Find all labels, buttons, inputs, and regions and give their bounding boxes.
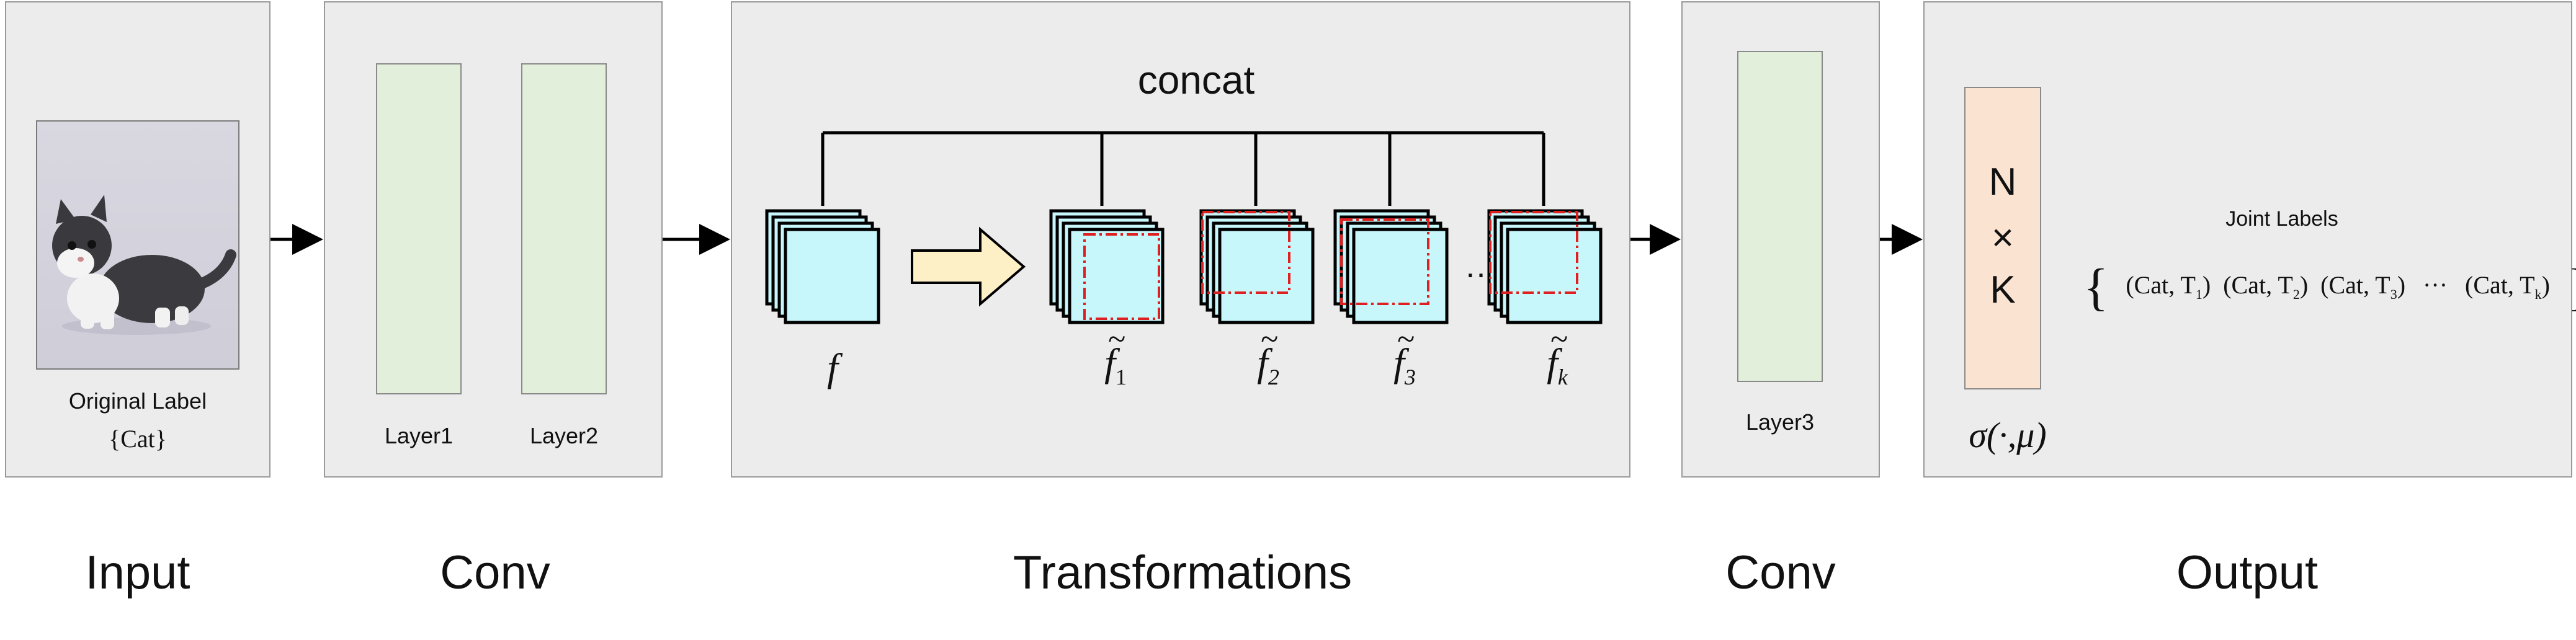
feature-map: [1218, 228, 1315, 324]
joint-label-k: (Cat, Tk): [2465, 271, 2550, 302]
f2-label: ~f2: [1257, 322, 1279, 389]
crop-region: [1201, 211, 1290, 294]
feature-map: [784, 228, 880, 324]
output-times: ×: [1991, 216, 2015, 259]
fk-label: ~fk: [1547, 322, 1568, 389]
feature-map: [1506, 228, 1603, 324]
joint-labels-title: Joint Labels: [2225, 207, 2338, 231]
concat-label: concat: [1137, 58, 1255, 102]
block-arrow-right-icon: [911, 226, 1026, 307]
output-nk-block: [1964, 87, 2041, 389]
stage-conv-1: Conv: [440, 546, 550, 599]
layer2-label: Layer2: [529, 423, 599, 448]
crop-region: [1340, 218, 1429, 305]
original-label-value: {Cat}: [109, 425, 167, 453]
f1-label: ~f1: [1104, 322, 1127, 389]
concat-bracket: [821, 131, 1545, 206]
stage-transformations: Transformations: [1013, 546, 1353, 599]
stage-output: Output: [2176, 546, 2319, 599]
output-k: K: [1990, 269, 2016, 311]
f3-label: ~f3: [1393, 322, 1416, 389]
layer3-block: [1737, 51, 1823, 382]
feature-map: [1352, 228, 1449, 324]
joint-label-1: (Cat, T1): [2126, 271, 2211, 302]
feature-stack-f1: [1049, 209, 1165, 324]
crop-region: [1083, 233, 1160, 320]
layer1-label: Layer1: [384, 423, 454, 448]
transformations-panel: [731, 1, 1630, 478]
right-brace: }: [2567, 259, 2576, 316]
sigma-label: σ(·,μ): [1969, 415, 2047, 455]
layer3-label: Layer3: [1745, 409, 1815, 435]
kitten-photo: [36, 120, 239, 370]
crop-region: [1489, 211, 1578, 294]
feature-stack-f3: [1333, 209, 1449, 324]
joint-labels-set: { (Cat, T1) (Cat, T2) (Cat, T3) ··· (Cat…: [2083, 261, 2576, 314]
joint-label-3: (Cat, T3): [2320, 271, 2406, 302]
layer1-block: [376, 63, 462, 394]
f-label: f: [827, 345, 838, 389]
feature-stack-fk: [1487, 209, 1603, 324]
output-n: N: [1988, 161, 2017, 203]
original-label-title: Original Label: [68, 388, 207, 414]
layer2-block: [521, 63, 607, 394]
stage-conv-2: Conv: [1725, 546, 1836, 599]
joint-label-ellipsis: ···: [2423, 271, 2448, 299]
feature-stack-f: [765, 209, 880, 324]
stage-input: Input: [85, 546, 190, 599]
joint-label-2: (Cat, T2): [2223, 271, 2309, 302]
left-brace: {: [2083, 258, 2109, 316]
feature-stack-f2: [1199, 209, 1315, 324]
